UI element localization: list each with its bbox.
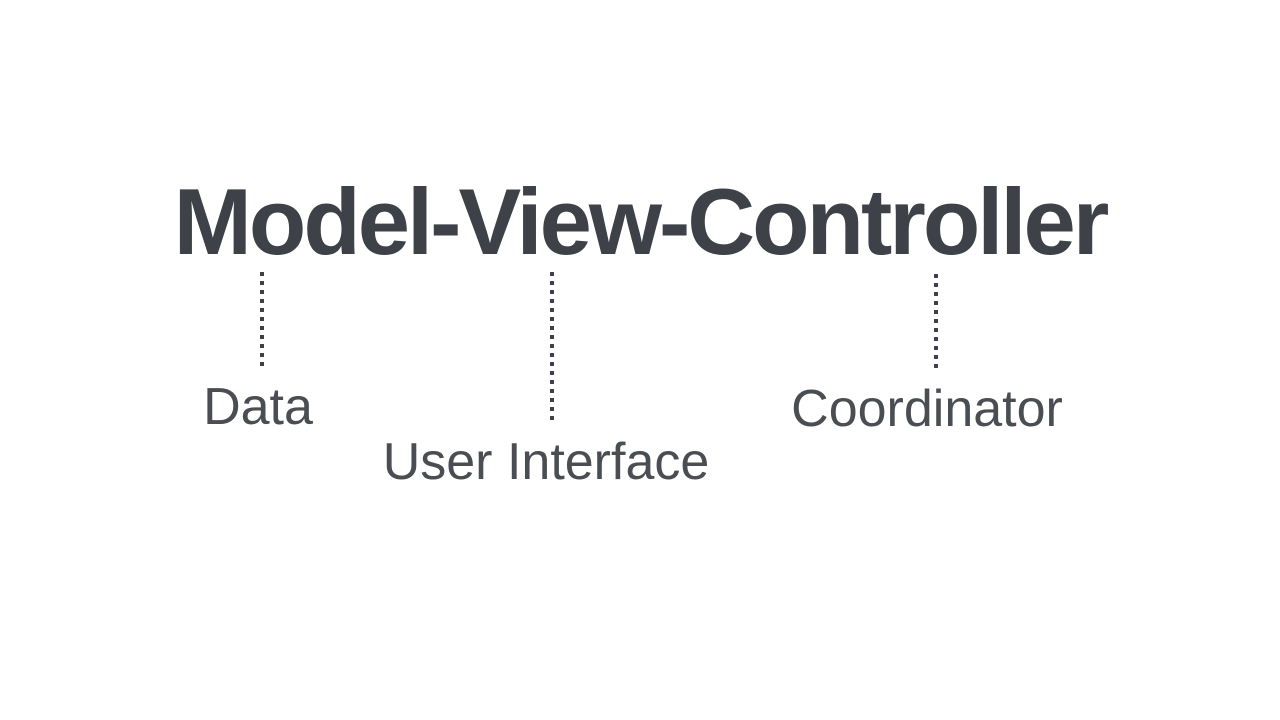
dotted-connector-controller xyxy=(934,274,938,370)
dotted-connector-view xyxy=(550,272,554,421)
diagram-title: Model-View-Controller xyxy=(173,169,1110,274)
label-view-meaning: User Interface xyxy=(382,433,710,491)
dotted-connector-model xyxy=(260,272,264,366)
label-controller-meaning: Coordinator xyxy=(791,380,1063,438)
label-model-meaning: Data xyxy=(203,378,313,436)
